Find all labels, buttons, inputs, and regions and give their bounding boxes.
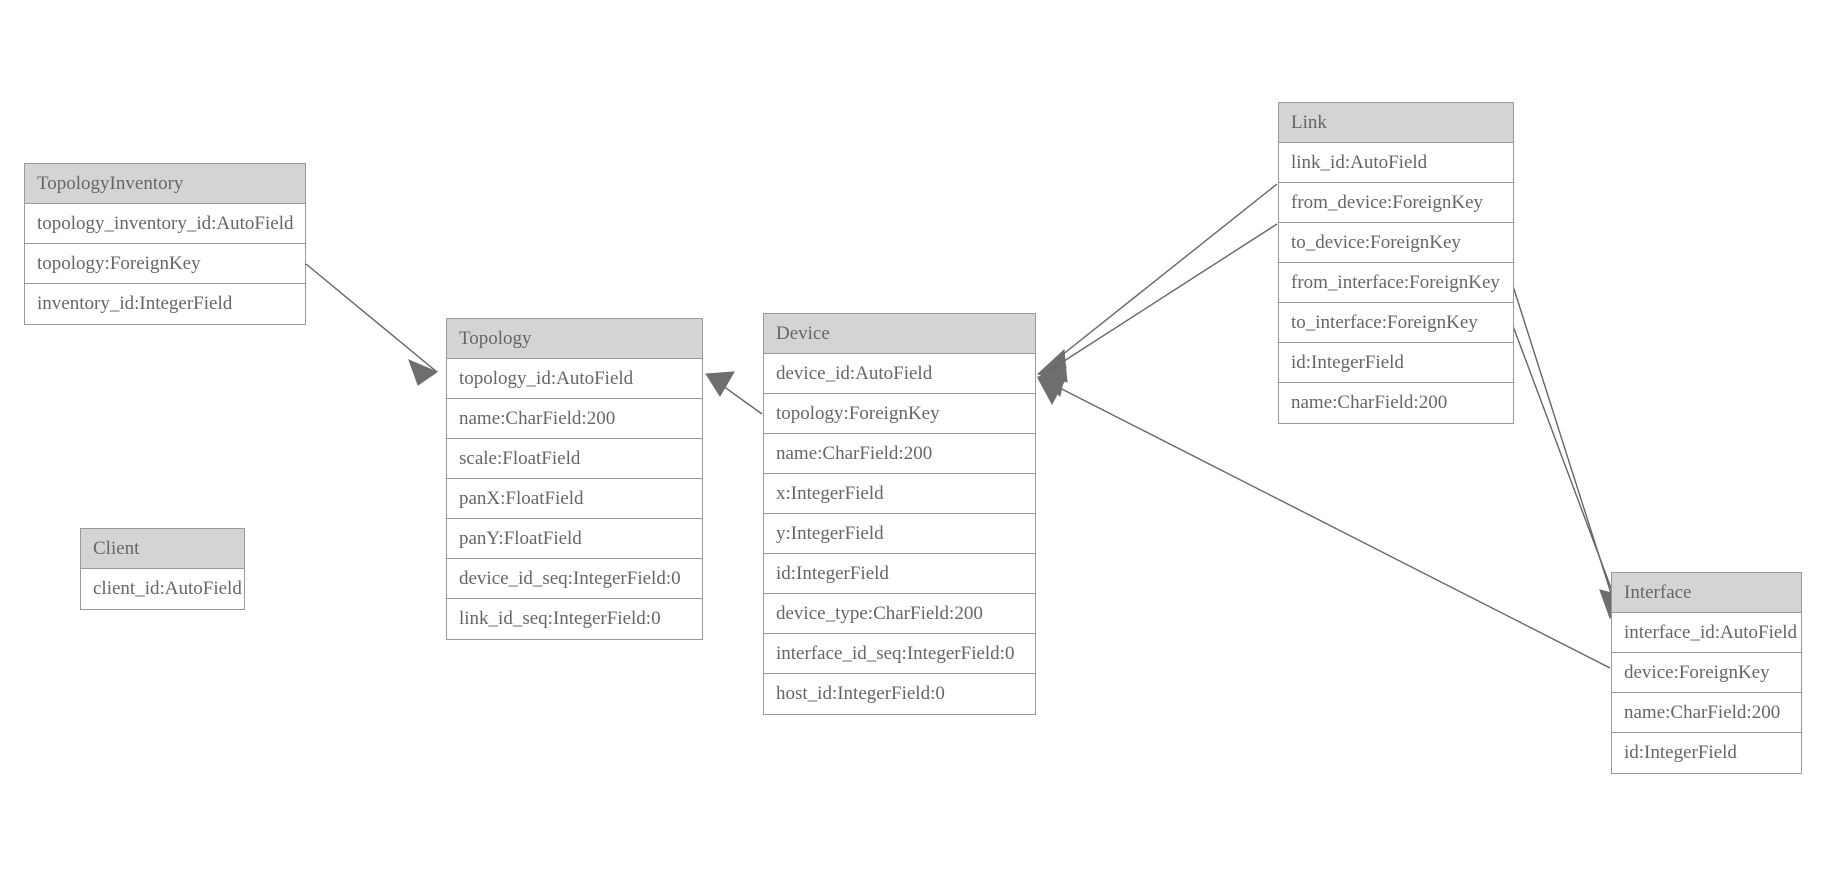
entity-field-row[interactable]: to_interface:ForeignKey — [1279, 303, 1513, 343]
entity-field-row[interactable]: from_device:ForeignKey — [1279, 183, 1513, 223]
entity-field-row[interactable]: interface_id:AutoField — [1612, 613, 1801, 653]
rel-link-to-device — [1037, 223, 1278, 397]
entity-field-row[interactable]: topology_inventory_id:AutoField — [25, 204, 305, 244]
relationship-arrowhead — [705, 371, 735, 397]
entity-field-row[interactable]: id:IntegerField — [1612, 733, 1801, 773]
rel-topologyinventory-topology — [305, 263, 439, 386]
relationship-line — [1046, 183, 1278, 368]
entity-field-row[interactable]: interface_id_seq:IntegerField:0 — [764, 634, 1035, 674]
rel-link-from-device — [1036, 183, 1278, 383]
relationship-line — [1046, 223, 1278, 373]
relationship-arrowhead — [1036, 348, 1068, 383]
entity-field-row[interactable]: x:IntegerField — [764, 474, 1035, 514]
rel-link-from-interface — [1512, 285, 1631, 619]
entity-field-row[interactable]: host_id:IntegerField:0 — [764, 674, 1035, 714]
entity-field-row[interactable]: id:IntegerField — [764, 554, 1035, 594]
relationship-line — [1512, 325, 1621, 613]
relationship-line — [711, 377, 763, 415]
entity-field-row[interactable]: name:CharField:200 — [764, 434, 1035, 474]
entity-title-interface: Interface — [1612, 573, 1801, 613]
entity-field-row[interactable]: device:ForeignKey — [1612, 653, 1801, 693]
entity-title-topology: Topology — [447, 319, 702, 359]
entity-field-row[interactable]: name:CharField:200 — [447, 399, 702, 439]
entity-field-row[interactable]: name:CharField:200 — [1612, 693, 1801, 733]
entity-field-row[interactable]: device_type:CharField:200 — [764, 594, 1035, 634]
entity-field-row[interactable]: link_id_seq:IntegerField:0 — [447, 599, 702, 639]
relationship-line — [1512, 285, 1618, 613]
entity-title-topology_inventory: TopologyInventory — [25, 164, 305, 204]
entity-field-row[interactable]: name:CharField:200 — [1279, 383, 1513, 423]
entity-field-row[interactable]: inventory_id:IntegerField — [25, 284, 305, 324]
entity-title-client: Client — [81, 529, 244, 569]
entity-field-row[interactable]: topology:ForeignKey — [25, 244, 305, 284]
entity-field-row[interactable]: id:IntegerField — [1279, 343, 1513, 383]
entity-field-row[interactable]: to_device:ForeignKey — [1279, 223, 1513, 263]
entity-title-link: Link — [1279, 103, 1513, 143]
relationship-line — [1047, 381, 1611, 669]
rel-device-topology — [705, 371, 763, 415]
entity-field-row[interactable]: scale:FloatField — [447, 439, 702, 479]
entity-field-row[interactable]: client_id:AutoField — [81, 569, 244, 609]
entity-field-row[interactable]: device_id_seq:IntegerField:0 — [447, 559, 702, 599]
relationship-arrowhead — [408, 359, 439, 386]
entity-field-row[interactable]: y:IntegerField — [764, 514, 1035, 554]
entity-field-row[interactable]: topology:ForeignKey — [764, 394, 1035, 434]
relationship-arrowhead — [1037, 366, 1067, 397]
entity-field-row[interactable]: device_id:AutoField — [764, 354, 1035, 394]
relationship-line — [305, 263, 438, 373]
relationship-arrowhead — [1037, 377, 1067, 406]
entity-field-row[interactable]: topology_id:AutoField — [447, 359, 702, 399]
entity-field-row[interactable]: link_id:AutoField — [1279, 143, 1513, 183]
entity-title-device: Device — [764, 314, 1035, 354]
entity-field-row[interactable]: panX:FloatField — [447, 479, 702, 519]
entity-field-row[interactable]: from_interface:ForeignKey — [1279, 263, 1513, 303]
entity-field-row[interactable]: panY:FloatField — [447, 519, 702, 559]
